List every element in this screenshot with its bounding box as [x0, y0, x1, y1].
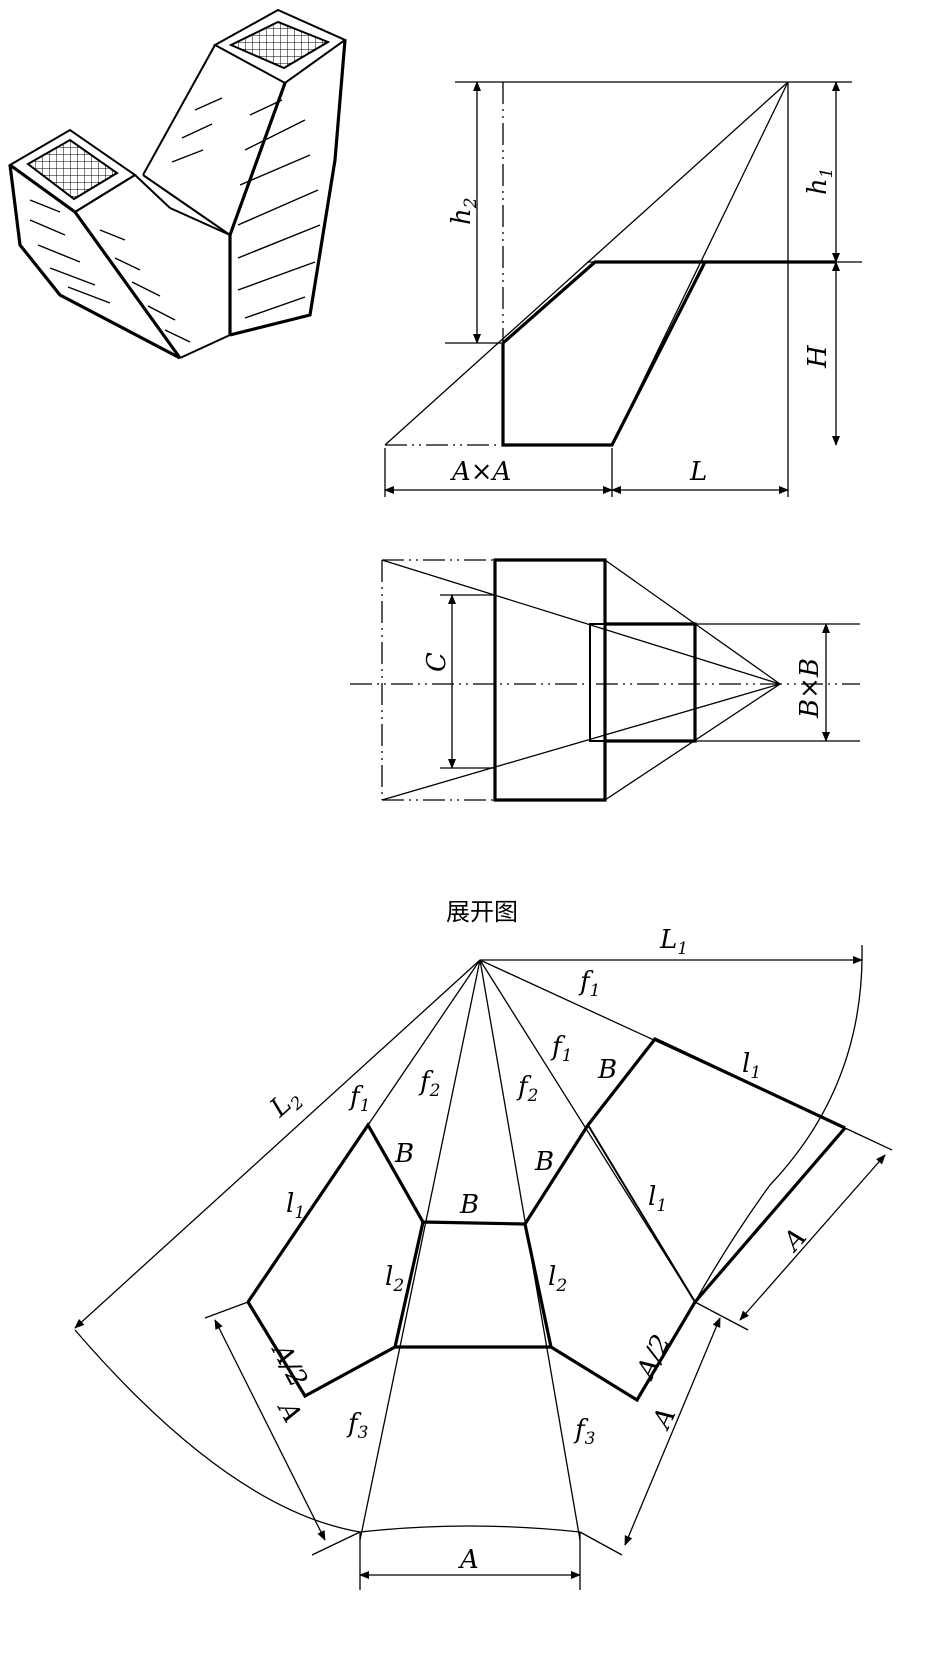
f2-label-left: f2 — [418, 1067, 440, 1101]
l1-label-left: l1 — [286, 1189, 305, 1223]
A-half-label-right: A/2 — [630, 1330, 677, 1384]
A-label-bottom: A — [458, 1545, 479, 1575]
f3-label-right: f3 — [573, 1415, 595, 1449]
f1-label-left: f1 — [348, 1082, 370, 1116]
B-label-upper: B — [597, 1055, 617, 1085]
development-title: 展开图 — [446, 898, 518, 926]
L2-label: L2 — [264, 1082, 308, 1127]
isometric-view — [8, 8, 347, 360]
shading-hatch — [29, 97, 321, 343]
development-pattern: L1 f1 f1 f2 f2 f1 L2 B B B B l1 l1 l1 l2… — [74, 925, 893, 1590]
BxB-label: B×B — [795, 658, 825, 719]
l1-label-top: l1 — [742, 1049, 761, 1083]
B-label-center: B — [459, 1190, 479, 1220]
l2-label-left: l2 — [385, 1262, 404, 1296]
f3-label-left: f3 — [346, 1409, 368, 1443]
L1-label: L1 — [659, 925, 688, 959]
f2-label-right: f2 — [516, 1072, 538, 1106]
l1-label-right: l1 — [648, 1182, 667, 1216]
A-label-left: A — [271, 1395, 307, 1427]
C-label: C — [422, 652, 452, 672]
L-label: L — [689, 457, 707, 487]
A-label-bottom-right: A — [646, 1403, 682, 1435]
height-H-label: H — [803, 344, 833, 369]
h2-label: h2 — [447, 197, 481, 225]
AxA-label: A×A — [450, 457, 511, 487]
A-half-label-left: A/2 — [265, 1337, 313, 1392]
plan-view: C B×B — [350, 558, 860, 802]
f1-label-right: f1 — [550, 1032, 572, 1066]
B-label-left: B — [394, 1139, 414, 1169]
front-elevation: h2 h1 H A×A L — [384, 81, 862, 497]
B-label-right: B — [534, 1147, 554, 1177]
f1-label-top: f1 — [578, 967, 600, 1001]
h1-label: h1 — [803, 167, 837, 195]
A-label-right: A — [777, 1223, 813, 1259]
l2-label-right: l2 — [548, 1262, 567, 1296]
